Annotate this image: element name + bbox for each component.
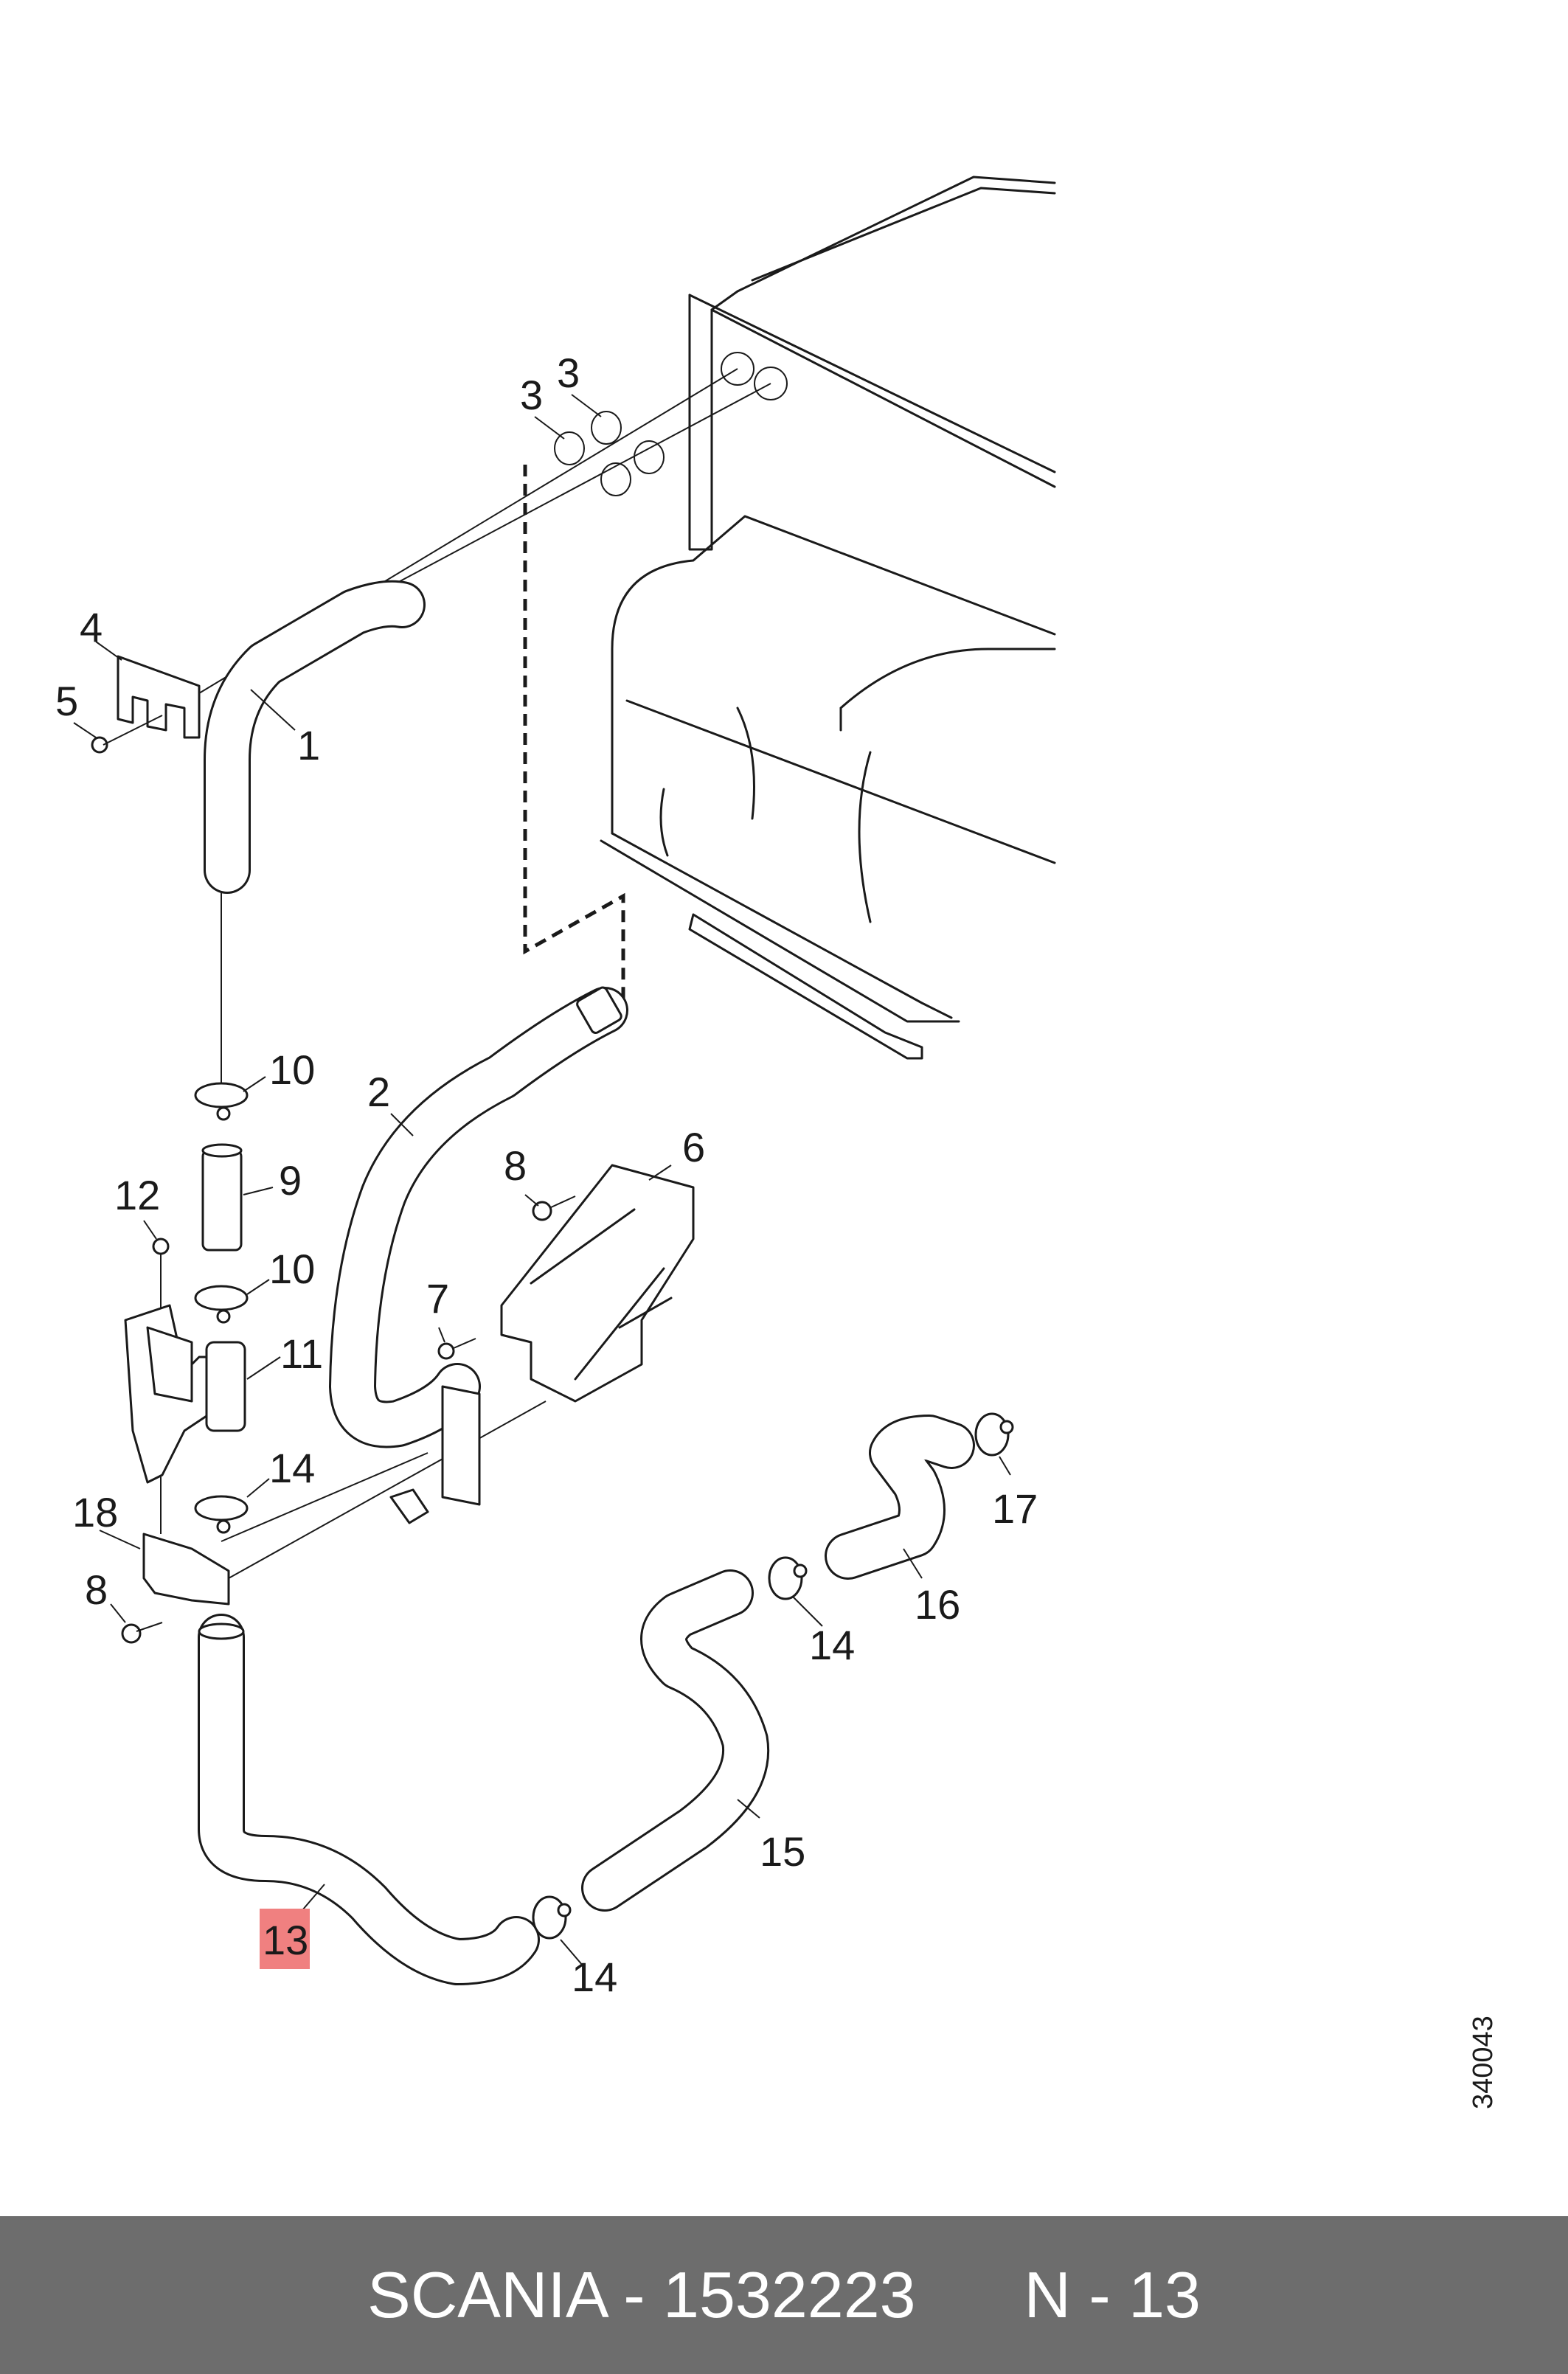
bracket-18 [142, 1533, 230, 1606]
callout-12: 12 [114, 1172, 160, 1218]
callout-14-b: 14 [809, 1622, 855, 1668]
callout-14-a: 14 [269, 1445, 315, 1491]
footer-bar: SCANIA - 1532223 N - 13 [0, 2216, 1568, 2374]
bracket-4 [117, 655, 201, 739]
clamp-14-pump [194, 1495, 249, 1534]
clamp-17 [974, 1412, 1014, 1457]
leader-lines [73, 394, 1011, 1966]
hose-1 [204, 580, 426, 894]
callout-8-a: 8 [504, 1142, 527, 1189]
assembly-dashed-line [523, 465, 625, 1003]
clamp-10-lower [194, 1285, 249, 1324]
screw-8-upper [532, 1195, 576, 1221]
drawing-reference-code: 340043 [1468, 2016, 1499, 2109]
callout-15: 15 [760, 1828, 805, 1875]
callout-17: 17 [992, 1485, 1038, 1532]
screw-8-lower [121, 1622, 163, 1644]
nut-5 [91, 736, 108, 754]
callout-11: 11 [280, 1330, 323, 1377]
callout-10-b: 10 [269, 1246, 315, 1292]
callouts: 3 3 4 5 1 10 2 9 12 8 6 10 7 11 14 17 18… [55, 350, 1038, 2000]
screw-7 [437, 1338, 476, 1360]
bracket-6 [389, 1164, 695, 1524]
heater-unit [600, 176, 1056, 1060]
highlight-box-13 [260, 1909, 310, 1969]
clamp-14-lower [532, 1895, 572, 1940]
footer-part-number: SCANIA - 1532223 N - 13 [367, 2258, 1201, 2331]
hose-2 [329, 987, 628, 1448]
callout-1: 1 [297, 722, 320, 768]
hose-15 [581, 1569, 770, 1912]
clamp-14-upper [768, 1556, 808, 1600]
callout-13: 13 [263, 1917, 308, 1963]
callout-4: 4 [80, 604, 103, 650]
callout-8-b: 8 [85, 1566, 108, 1613]
callout-16: 16 [915, 1581, 960, 1628]
callout-10-a: 10 [269, 1047, 315, 1093]
callout-14-c: 14 [572, 1954, 617, 2000]
pump-11 [124, 1304, 246, 1484]
hose-9 [201, 1143, 243, 1252]
clamp-10-upper [194, 1082, 249, 1121]
callout-18: 18 [72, 1489, 118, 1535]
callout-2: 2 [367, 1069, 390, 1115]
callout-6: 6 [682, 1124, 705, 1170]
callout-9: 9 [279, 1157, 302, 1204]
hose-13 [198, 1614, 540, 1985]
callout-3-b: 3 [557, 350, 580, 396]
parts-diagram: 3 3 4 5 1 10 2 9 12 8 6 10 7 11 14 17 18… [55, 176, 1056, 2000]
callout-5: 5 [55, 678, 78, 724]
callout-3-a: 3 [520, 372, 543, 418]
hose-16 [825, 1415, 975, 1580]
callout-7: 7 [426, 1275, 449, 1322]
